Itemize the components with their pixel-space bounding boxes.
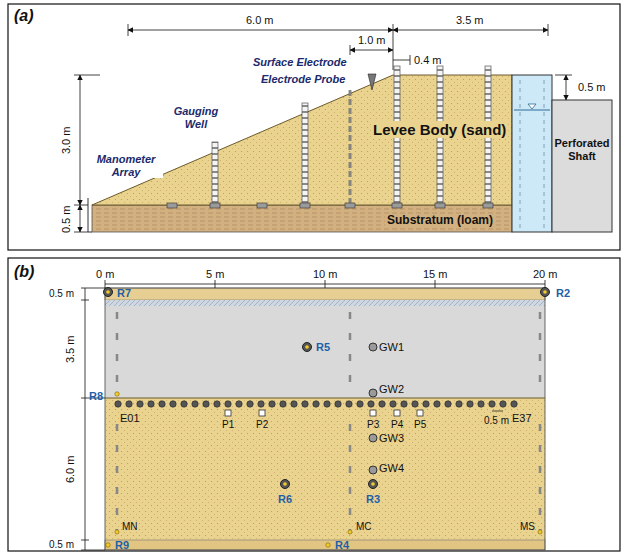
monitor-label: MN <box>122 521 138 533</box>
electrode <box>302 401 308 407</box>
dimension: 6.0 m <box>64 456 77 484</box>
electrode <box>280 401 286 407</box>
electrode <box>313 401 319 407</box>
dimension: 0.4 m <box>414 54 442 67</box>
electrode <box>148 401 154 407</box>
dimension: 6.0 m <box>246 14 274 27</box>
probe-label: P1 <box>222 419 234 431</box>
electrode <box>390 401 396 407</box>
dimension: 3.5 m <box>456 14 484 27</box>
probe-label: P5 <box>414 419 426 431</box>
sensor-label: R3 <box>366 493 380 506</box>
sensor-label: GW1 <box>379 341 404 354</box>
electrode <box>478 401 484 407</box>
electrode <box>225 401 231 407</box>
dimension: 3.0 m <box>60 127 73 155</box>
electrode <box>115 401 121 407</box>
sensor-label: GW2 <box>379 383 404 396</box>
electrode <box>467 401 473 407</box>
sensor-label: R7 <box>117 287 131 300</box>
sensor-label: R4 <box>335 539 349 552</box>
electrode <box>291 401 297 407</box>
electrode <box>412 401 418 407</box>
electrode <box>258 401 264 407</box>
sensor-label: R2 <box>556 287 570 300</box>
dimension: 0.5 m <box>484 415 509 427</box>
dimension: 0.5 m <box>60 206 73 234</box>
part-label: Surface Electrode <box>253 56 347 69</box>
sensor-label: R5 <box>316 341 330 354</box>
electrode <box>379 401 385 407</box>
electrode <box>335 401 341 407</box>
axis-tick: 10 m <box>313 268 337 281</box>
electrode <box>137 401 143 407</box>
electrode <box>368 401 374 407</box>
sensor-label: GW3 <box>379 432 404 445</box>
probe-label: P2 <box>256 419 268 431</box>
axis-tick: 5 m <box>206 268 224 281</box>
electrode <box>324 401 330 407</box>
electrode-label: E01 <box>120 412 140 425</box>
axis-tick: 0 m <box>96 268 114 281</box>
electrode <box>269 401 275 407</box>
axis-tick: 20 m <box>533 268 557 281</box>
electrode <box>445 401 451 407</box>
panel-letter: (b) <box>14 263 34 281</box>
electrode <box>456 401 462 407</box>
monitor-label: MC <box>356 521 372 533</box>
electrode <box>159 401 165 407</box>
electrode-label: E37 <box>512 412 532 425</box>
part-label: Manometer Array <box>89 153 163 178</box>
electrode <box>489 401 495 407</box>
part-label: Gauging Well <box>168 105 224 130</box>
region-label: Levee Body (sand) <box>371 121 508 138</box>
electrode <box>181 401 187 407</box>
electrode <box>126 401 132 407</box>
probe-label: P4 <box>391 419 403 431</box>
dimension: 0.5 m <box>49 288 74 300</box>
electrode <box>511 401 517 407</box>
dimension: 0.5 m <box>578 81 606 94</box>
electrode <box>247 401 253 407</box>
electrode <box>357 401 363 407</box>
probe-label: P3 <box>367 419 379 431</box>
sensor-label: GW4 <box>379 462 404 475</box>
electrode <box>170 401 176 407</box>
sensor-label: R8 <box>89 390 103 403</box>
electrode <box>423 401 429 407</box>
electrode <box>192 401 198 407</box>
electrode <box>401 401 407 407</box>
dimension: 0.5 m <box>49 539 74 551</box>
sensor-label: R6 <box>278 493 292 506</box>
electrode <box>434 401 440 407</box>
electrode <box>236 401 242 407</box>
electrode <box>203 401 209 407</box>
dimension: 1.0 m <box>358 34 386 47</box>
electrode <box>214 401 220 407</box>
electrode <box>346 401 352 407</box>
monitor-label: MS <box>520 521 535 533</box>
part-label: Perforated Shaft <box>553 137 611 162</box>
panel-letter: (a) <box>14 7 34 25</box>
sensor-label: R9 <box>115 539 129 552</box>
electrode <box>500 401 506 407</box>
dimension: 3.5 m <box>64 336 77 364</box>
part-label: Electrode Probe <box>261 73 345 86</box>
axis-tick: 15 m <box>423 268 447 281</box>
region-label: Substratum (loam) <box>385 214 495 228</box>
